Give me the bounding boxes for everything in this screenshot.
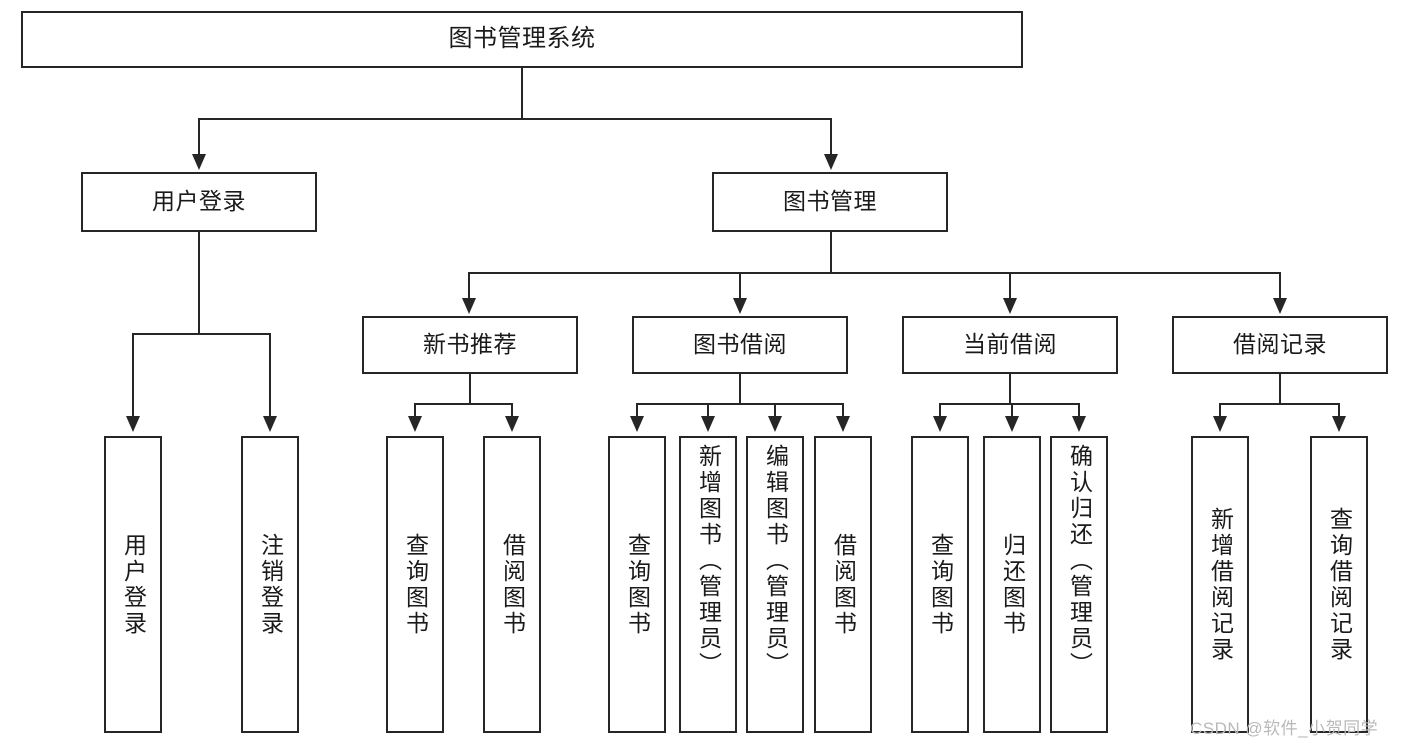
leaf-borrow-book-label: 借阅图书 [830, 532, 857, 637]
node-root-label: 图书管理系统 [448, 25, 596, 53]
connector-current-to-leaf2 [1011, 403, 1013, 418]
leaf-add-book-admin-label: 新增图书（管理员） [695, 444, 722, 678]
leaf-query-book-current[interactable]: 查询图书 [911, 436, 969, 733]
node-borrow-record[interactable]: 借阅记录 [1172, 316, 1388, 374]
leaf-return-book-label: 归还图书 [999, 532, 1026, 637]
arrowhead-recommend-to-leaf2 [505, 416, 519, 432]
leaf-user-login[interactable]: 用户登录 [104, 436, 162, 733]
leaf-borrow-book[interactable]: 借阅图书 [814, 436, 872, 733]
leaf-edit-book-admin-label: 编辑图书（管理员） [762, 444, 789, 678]
connector-user-login-bus [132, 333, 270, 335]
connector-borrow-bus [636, 403, 843, 405]
connector-recommend-bus [414, 403, 512, 405]
connector-record-to-leaf2 [1338, 403, 1340, 418]
connector-user-login-to-leaf1 [132, 333, 134, 418]
connector-recommend-to-leaf1 [414, 403, 416, 418]
connector-user-login-stem [198, 232, 200, 333]
csdn-watermark: CSDN @软件_小贺同学 [1190, 719, 1379, 738]
connector-root-stem [521, 68, 523, 118]
leaf-confirm-return-admin[interactable]: 确认归还（管理员） [1050, 436, 1108, 733]
connector-current-to-leaf3 [1078, 403, 1080, 418]
arrowhead-borrow-to-leaf4 [836, 416, 850, 432]
connector-root-to-book-management [830, 118, 832, 156]
node-borrow-record-label: 借阅记录 [1233, 331, 1327, 358]
connector-bm-to-current [1009, 272, 1011, 300]
connector-borrow-to-leaf1 [636, 403, 638, 418]
leaf-query-book-borrow-label: 查询图书 [624, 532, 651, 637]
connector-recommend-stem [469, 374, 471, 403]
leaf-logout-label: 注销登录 [257, 532, 284, 637]
node-user-login-label: 用户登录 [152, 188, 246, 215]
arrowhead-recommend-to-leaf1 [408, 416, 422, 432]
connector-recommend-to-leaf2 [511, 403, 513, 418]
leaf-add-borrow-record[interactable]: 新增借阅记录 [1191, 436, 1249, 733]
connector-borrow-to-leaf4 [842, 403, 844, 418]
arrowhead-borrow-to-leaf3 [768, 416, 782, 432]
node-new-book-recommend[interactable]: 新书推荐 [362, 316, 578, 374]
connector-root-to-user-login [198, 118, 200, 156]
node-book-borrow[interactable]: 图书借阅 [632, 316, 848, 374]
arrowhead-borrow-to-leaf1 [630, 416, 644, 432]
leaf-query-book-current-label: 查询图书 [927, 532, 954, 637]
arrowhead-root-to-book-management [824, 154, 838, 170]
leaf-borrow-book-recommend-label: 借阅图书 [499, 532, 526, 637]
connector-current-bus [939, 403, 1078, 405]
arrowhead-user-login-to-leaf1 [126, 416, 140, 432]
leaf-add-borrow-record-label: 新增借阅记录 [1207, 506, 1234, 663]
connector-book-management-stem [830, 232, 832, 272]
connector-borrow-to-leaf2 [707, 403, 709, 418]
arrowhead-record-to-leaf1 [1213, 416, 1227, 432]
leaf-query-book-borrow[interactable]: 查询图书 [608, 436, 666, 733]
arrowhead-bm-to-recommend [462, 298, 476, 314]
node-book-management[interactable]: 图书管理 [712, 172, 948, 232]
connector-current-stem [1009, 374, 1011, 403]
node-current-borrow[interactable]: 当前借阅 [902, 316, 1118, 374]
connector-book-management-bus [468, 272, 1280, 274]
arrowhead-bm-to-borrow [733, 298, 747, 314]
arrowhead-root-to-user-login [192, 154, 206, 170]
leaf-borrow-book-recommend[interactable]: 借阅图书 [483, 436, 541, 733]
node-book-borrow-label: 图书借阅 [693, 331, 787, 358]
connector-user-login-to-leaf2 [269, 333, 271, 418]
connector-borrow-stem [739, 374, 741, 403]
connector-borrow-to-leaf3 [774, 403, 776, 418]
connector-record-stem [1279, 374, 1281, 403]
leaf-logout[interactable]: 注销登录 [241, 436, 299, 733]
arrowhead-user-login-to-leaf2 [263, 416, 277, 432]
connector-record-bus [1219, 403, 1339, 405]
leaf-query-book-recommend[interactable]: 查询图书 [386, 436, 444, 733]
leaf-query-book-recommend-label: 查询图书 [402, 532, 429, 637]
arrowhead-bm-to-current [1003, 298, 1017, 314]
connector-record-to-leaf1 [1219, 403, 1221, 418]
leaf-return-book[interactable]: 归还图书 [983, 436, 1041, 733]
node-root[interactable]: 图书管理系统 [21, 11, 1023, 68]
leaf-confirm-return-admin-label: 确认归还（管理员） [1066, 444, 1093, 678]
arrowhead-borrow-to-leaf2 [701, 416, 715, 432]
arrowhead-current-to-leaf2 [1005, 416, 1019, 432]
leaf-user-login-label: 用户登录 [120, 532, 147, 637]
leaf-query-borrow-record-label: 查询借阅记录 [1326, 506, 1353, 663]
node-user-login[interactable]: 用户登录 [81, 172, 317, 232]
node-current-borrow-label: 当前借阅 [963, 331, 1057, 358]
leaf-edit-book-admin[interactable]: 编辑图书（管理员） [746, 436, 804, 733]
node-book-management-label: 图书管理 [783, 188, 877, 215]
arrowhead-current-to-leaf1 [933, 416, 947, 432]
connector-bm-to-record [1279, 272, 1281, 300]
connector-current-to-leaf1 [939, 403, 941, 418]
node-new-book-recommend-label: 新书推荐 [423, 331, 517, 358]
arrowhead-record-to-leaf2 [1332, 416, 1346, 432]
arrowhead-bm-to-record [1273, 298, 1287, 314]
leaf-add-book-admin[interactable]: 新增图书（管理员） [679, 436, 737, 733]
connector-bm-to-borrow [739, 272, 741, 300]
connector-root-bus [198, 118, 832, 120]
leaf-query-borrow-record[interactable]: 查询借阅记录 [1310, 436, 1368, 733]
connector-bm-to-recommend [468, 272, 470, 300]
arrowhead-current-to-leaf3 [1072, 416, 1086, 432]
